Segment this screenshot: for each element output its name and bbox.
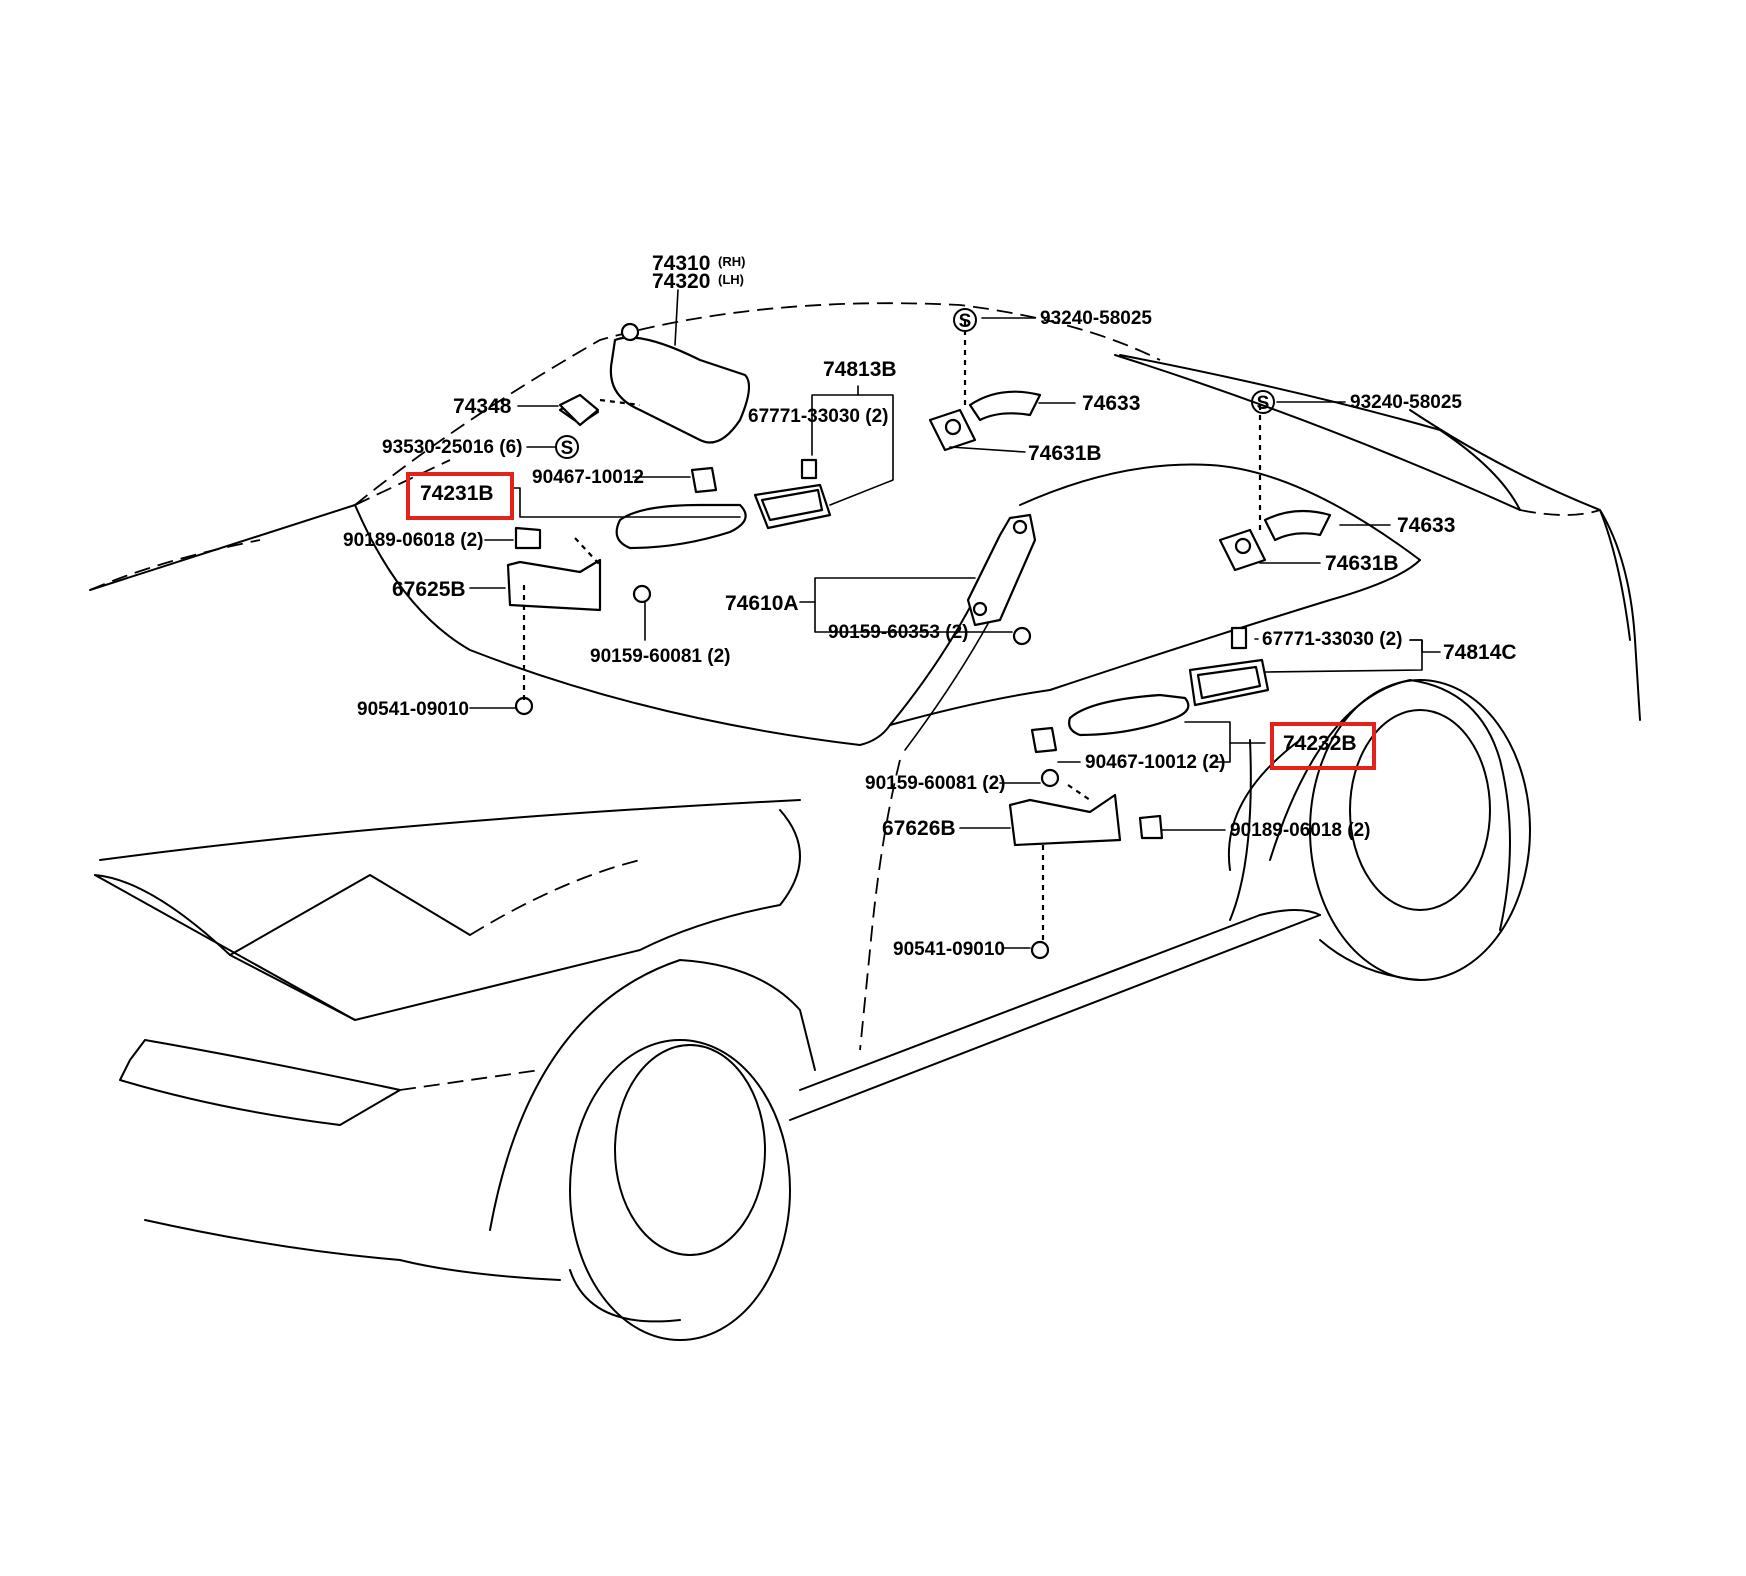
lamp-74813b-housing	[753, 483, 832, 530]
assembly-lines	[522, 320, 1262, 945]
label-90159-left: 90159-60081 (2)	[590, 646, 731, 667]
label-90541-left: 90541-09010	[357, 699, 469, 720]
visor-holder	[558, 393, 600, 427]
label-74631b-right: 74631B	[1325, 552, 1399, 575]
nut-90189-left	[514, 526, 542, 550]
bracket-67626b	[1008, 793, 1122, 847]
label-74232b: 74232B	[1283, 732, 1357, 755]
label-67771-right: 67771-33030 (2)	[1262, 629, 1403, 650]
label-93240-right: 93240-58025	[1350, 392, 1462, 413]
label-74310: 74310	[652, 252, 710, 275]
label-74813b: 74813B	[823, 358, 897, 381]
bracket-67625b	[506, 558, 602, 612]
screw-90159-right	[1040, 768, 1060, 788]
label-67625b: 67625B	[392, 578, 466, 601]
svg-text:S: S	[959, 311, 972, 332]
sun-visor	[558, 322, 751, 444]
cover-74633-left	[968, 390, 1042, 422]
clip-90541-right	[1030, 940, 1050, 960]
screw-90159-left	[632, 584, 652, 604]
label-90189-left: 90189-06018 (2)	[343, 530, 484, 551]
label-74814c: 74814C	[1443, 641, 1517, 664]
label-90189-right: 90189-06018 (2)	[1230, 820, 1371, 841]
label-74320: 74320	[652, 270, 710, 293]
s-symbol-right: S	[1251, 390, 1275, 414]
bulb-left	[800, 458, 818, 480]
label-90541-right: 90541-09010	[893, 939, 1005, 960]
nut-90189-right	[1138, 814, 1164, 840]
label-90467-left: 90467-10012	[532, 467, 644, 488]
leader-lines	[469, 289, 1441, 949]
label-74610a: 74610A	[725, 592, 799, 615]
bulb-right	[1230, 626, 1248, 650]
label-67771-left: 67771-33030 (2)	[748, 406, 889, 427]
label-93240-top: 93240-58025	[1040, 308, 1152, 329]
part-labels: 74310 (RH) 74320 (LH) 93240-58025 93240-…	[343, 252, 1517, 960]
label-90467-right: 90467-10012 (2)	[1085, 752, 1226, 773]
label-93530: 93530-25016 (6)	[382, 437, 523, 458]
car-body-outline	[89, 302, 1641, 1341]
highlight-74232b	[1270, 722, 1376, 770]
assist-grip-74610a	[966, 513, 1037, 627]
label-74631b-left: 74631B	[1028, 442, 1102, 465]
svg-text:S: S	[561, 438, 574, 459]
clip-90541-left	[514, 696, 534, 716]
label-90159-right: 90159-60081 (2)	[865, 773, 1006, 794]
s-symbol-left: S	[555, 435, 579, 459]
label-74633-left: 74633	[1082, 392, 1140, 415]
svg-text:S: S	[1257, 393, 1270, 414]
cover-74633-right	[1263, 509, 1332, 542]
label-lh: (LH)	[718, 272, 744, 287]
clip-90467-left	[690, 466, 718, 494]
label-74633-right: 74633	[1397, 514, 1455, 537]
label-74348: 74348	[453, 395, 512, 418]
label-74231b: 74231B	[420, 482, 494, 505]
pad-74232b	[1068, 693, 1190, 737]
s-symbol-top: S	[953, 308, 977, 332]
label-rh: (RH)	[718, 254, 745, 269]
label-67626b: 67626B	[882, 817, 956, 840]
highlight-74231b	[406, 472, 514, 520]
lamp-74814c-housing	[1188, 658, 1270, 707]
label-90159-60353: 90159-60353 (2)	[828, 622, 969, 643]
pad-74231b	[615, 503, 747, 550]
clip-90467-right	[1030, 726, 1058, 754]
screw-90159-60353	[1012, 626, 1032, 646]
